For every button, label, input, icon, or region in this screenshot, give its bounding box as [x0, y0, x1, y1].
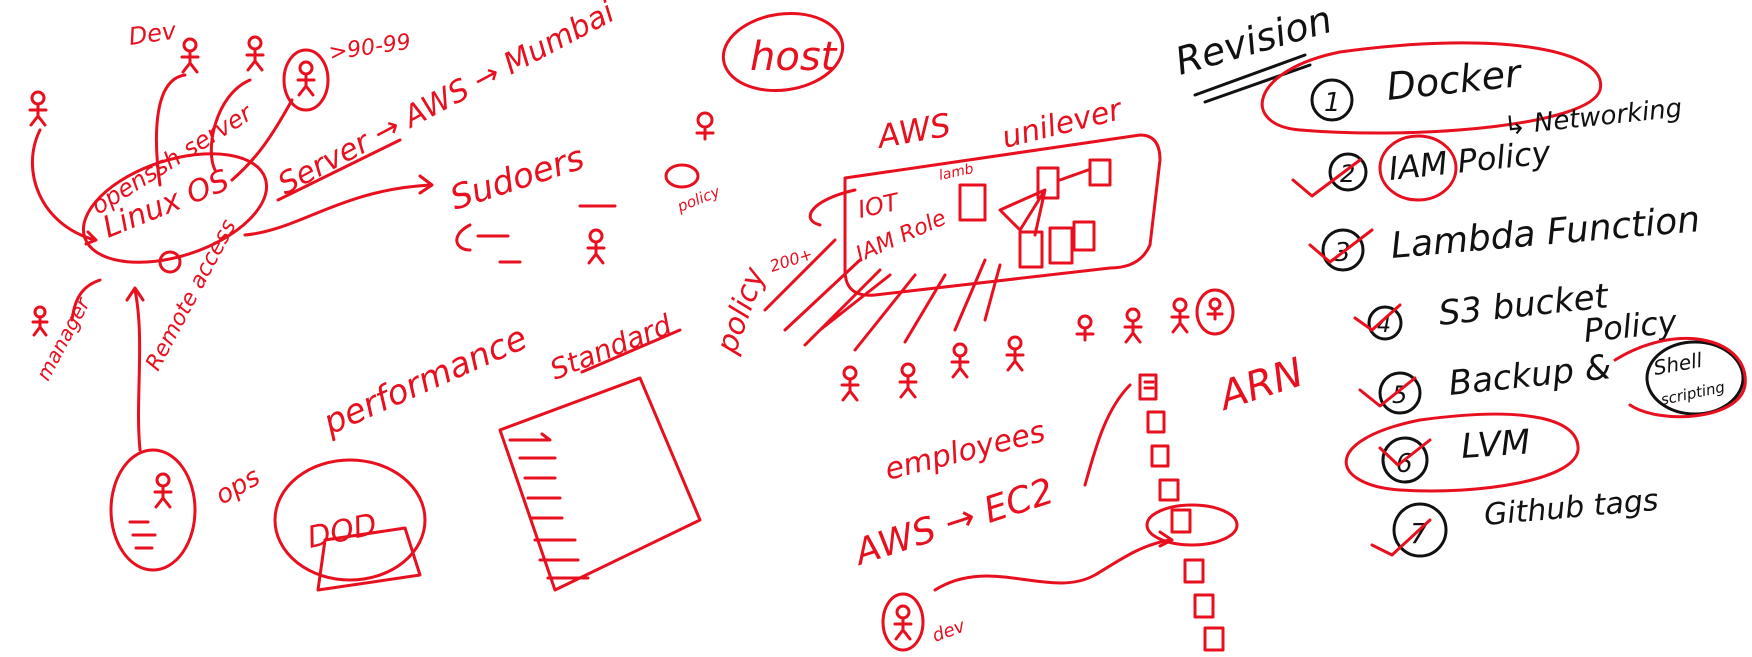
dod-label: DOD	[304, 507, 380, 556]
user-figure-icon	[28, 90, 48, 127]
arrow	[209, 78, 252, 172]
arrow	[70, 278, 102, 322]
arn-label: ARN	[1211, 349, 1309, 420]
user-figure-icon	[180, 37, 200, 74]
revision-list: Revision 1 Docker ↳ Networking 2 IAM Pol…	[1170, 0, 1747, 558]
number-circle	[1328, 152, 1368, 192]
dev-label: Dev	[127, 16, 179, 50]
highlight-ellipse	[1613, 337, 1747, 419]
highlight-ellipse	[1344, 412, 1580, 493]
checkmark	[1358, 376, 1417, 408]
item-number: 1	[1324, 88, 1341, 118]
ops-label: ops	[211, 462, 266, 511]
aws-label: AWS	[873, 106, 954, 156]
item-label: LVM	[1460, 422, 1532, 467]
count-label: 200+	[767, 244, 815, 276]
number-circle	[1310, 78, 1354, 122]
underline	[580, 328, 682, 374]
resource-list	[1138, 373, 1225, 652]
host-ellipse	[721, 11, 845, 93]
highlight-ellipse	[1260, 41, 1603, 135]
arrow	[230, 98, 294, 182]
underline	[276, 138, 402, 202]
number-circle	[1367, 305, 1403, 341]
range-label: >90-99	[327, 30, 412, 66]
checkmark	[1370, 518, 1432, 557]
selected-resource-ellipse	[1145, 503, 1239, 547]
arrow	[1083, 383, 1132, 487]
linux-icon	[158, 250, 182, 274]
item-label: Docker	[1384, 51, 1525, 109]
policy-lines	[763, 238, 1002, 352]
performance-label: performance	[316, 318, 533, 444]
document-lines	[508, 432, 590, 580]
aws-iam-diagram: AWS unilever IOT lamb IAM Role 200+ poli…	[709, 92, 1309, 652]
item-label: Backup &	[1447, 347, 1613, 404]
employees-label: employees	[881, 414, 1048, 488]
ops-user-icon	[109, 448, 197, 572]
iot-label: IOT	[855, 188, 903, 224]
sudoers-label: Sudoers	[445, 138, 589, 219]
dev-label-bottom: dev	[930, 616, 969, 647]
item-label: Github tags	[1483, 483, 1660, 533]
checkmark	[1291, 158, 1362, 198]
remote-access-label: Remote access	[141, 216, 241, 375]
item-label: Lambda Function	[1389, 199, 1701, 267]
number-circle	[1381, 436, 1429, 484]
list-lines	[455, 204, 617, 264]
item-label: IAM Policy	[1387, 133, 1553, 188]
aws-ec2-label: AWS → EC2	[848, 471, 1059, 574]
revision-title: Revision	[1170, 0, 1336, 84]
service-boxes	[958, 158, 1112, 269]
title-underline	[1193, 53, 1312, 104]
policy-user-icon	[664, 111, 715, 189]
service-links	[998, 168, 1090, 237]
number-circle	[1378, 371, 1422, 415]
checkmark	[1378, 438, 1432, 467]
arrow	[933, 538, 1172, 592]
shell-circle	[1645, 340, 1745, 416]
item-number: 7	[1410, 517, 1428, 550]
arrow	[808, 188, 857, 227]
number-circle	[1392, 502, 1448, 558]
user-figure-icon	[245, 35, 265, 72]
standard-label: Standard	[545, 308, 676, 387]
dod-circle	[273, 458, 427, 582]
manager-figure-icon	[31, 305, 49, 337]
checkmark	[1308, 228, 1374, 264]
scripting-label: scripting	[1659, 378, 1726, 409]
linux-access-diagram: Linux OS openssh server Dev >90-99	[28, 0, 845, 592]
user-figure-icon	[586, 228, 606, 265]
arrow	[133, 288, 142, 452]
dev-user-icon	[881, 592, 925, 652]
employee-icons	[840, 288, 1235, 402]
standard-document	[498, 376, 702, 592]
checkmark	[1353, 303, 1402, 332]
arrow	[243, 183, 432, 237]
number-circle	[1321, 228, 1365, 272]
host-label: host	[750, 34, 838, 80]
circled-user-icon	[282, 48, 330, 112]
lamb-label: lamb	[938, 161, 976, 184]
dod-box	[316, 526, 422, 592]
organisation-box	[843, 133, 1162, 297]
arrow	[30, 128, 97, 242]
item-number: 4	[1377, 313, 1391, 338]
arrow	[154, 73, 187, 187]
iam-highlight-circle	[1378, 134, 1458, 202]
